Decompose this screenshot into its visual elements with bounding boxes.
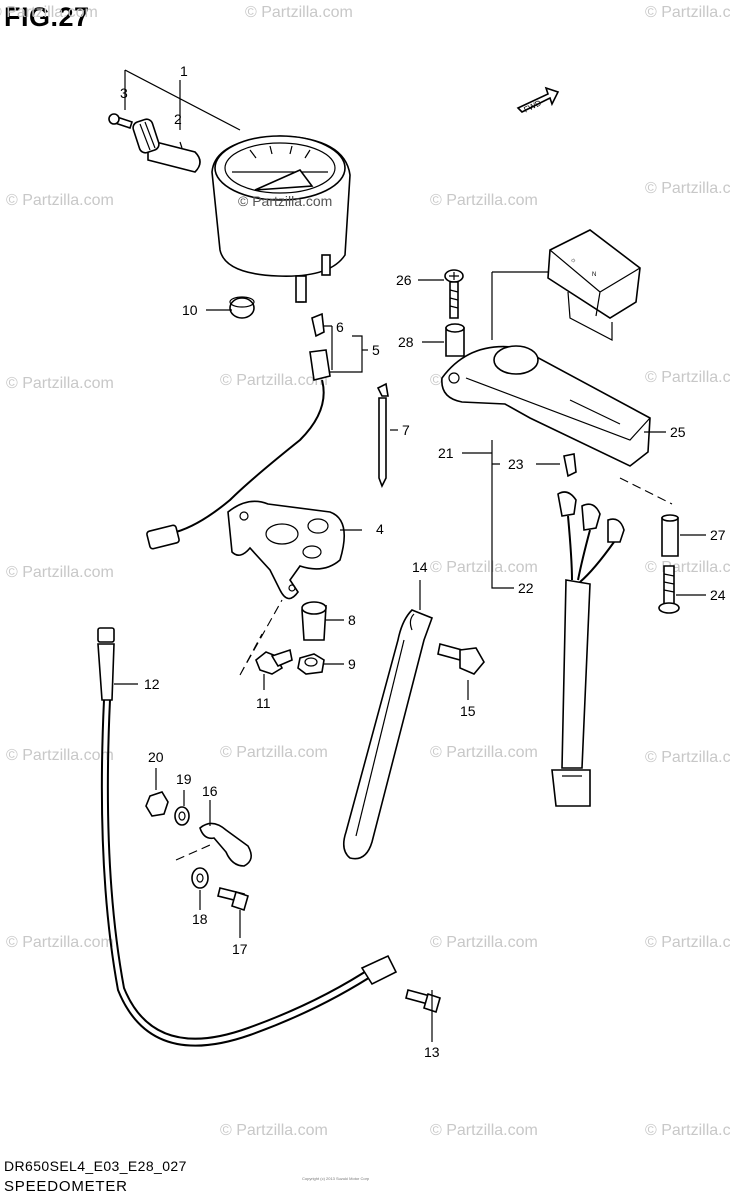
callout-24: 24 [710,587,726,603]
bulb-23 [563,453,577,478]
indicator-lamp-housing-25 [441,345,651,467]
bolt-13 [405,989,441,1014]
callout-3: 3 [120,85,128,101]
watermark: © Partzilla.com [430,559,538,576]
callout-10: 10 [182,302,198,318]
watermark: © Partzilla.com [245,4,353,21]
callout-28: 28 [398,334,414,350]
callout-21: 21 [438,445,454,461]
watermark: © Partzilla.com [645,1122,730,1139]
meter-bracket-4 [227,500,346,600]
figure-code: DR650SEL4_E03_E28_027 [4,1158,187,1174]
speedometer-cable-12 [97,627,398,1047]
damper-8 [301,601,327,641]
watermark: © Partzilla.com [6,747,114,764]
callout-15: 15 [460,703,476,719]
watermark: © Partzilla.com [645,749,730,766]
wiring-harness-22 [551,491,625,807]
fwd-arrow: FWD [516,86,560,114]
watermark: © Partzilla.com [645,369,730,386]
callout-6: 6 [336,319,344,335]
callout-27: 27 [710,527,726,543]
washer-18 [191,867,209,889]
watermark: © Partzilla.com [6,934,114,951]
clamp-band-7 [376,382,389,488]
copyright-note: Copyright (c) 2013 Suzuki Motor Corp [302,1176,370,1181]
watermark: © Partzilla.com [430,192,538,209]
callouts: 1 2 3 4 5 6 7 8 9 10 11 12 13 14 15 16 1… [120,63,726,1060]
watermark: © Partzilla.com [645,559,730,576]
callout-4: 4 [376,521,384,537]
leader-lines [114,271,706,1042]
callout-2: 2 [174,111,182,127]
watermark: © Partzilla.com [645,4,730,21]
bolt-11 [255,648,293,675]
callout-23: 23 [508,456,524,472]
spacer-27 [661,514,679,557]
figure-name: SPEEDOMETER [4,1178,128,1195]
callout-18: 18 [192,911,208,927]
watermark-layer: © Partzilla.com © Partzilla.com © Partzi… [0,4,730,1139]
watermark: © Partzilla.com [238,193,332,209]
watermark: © Partzilla.com [6,192,114,209]
screw-24 [658,565,680,614]
watermark: © Partzilla.com [6,564,114,581]
fwd-label: FWD [522,98,543,114]
cable-guide-14 [342,609,434,860]
watermark: © Partzilla.com [430,934,538,951]
spacer-28 [445,323,465,357]
bolt-15 [437,643,485,675]
bolt-17 [217,887,249,912]
svg-text:N: N [592,272,596,278]
indicator-display: ☼ N [547,229,641,341]
watermark: © Partzilla.com [645,180,730,197]
callout-12: 12 [144,676,160,692]
watermark: © Partzilla.com [6,375,114,392]
watermark: © Partzilla.com [0,4,98,21]
callout-5: 5 [372,342,380,358]
trip-reset-knob [132,118,201,173]
watermark: © Partzilla.com [430,744,538,761]
watermark: © Partzilla.com [645,934,730,951]
speedometer-assembly: © Partzilla.com [211,135,351,303]
callout-1: 1 [180,63,188,79]
callout-17: 17 [232,941,248,957]
screw-26 [444,269,464,319]
callout-11: 11 [256,695,271,711]
callout-22: 22 [518,580,534,596]
watermark: © Partzilla.com [220,744,328,761]
bulb-socket-harness [146,312,331,550]
callout-13: 13 [424,1044,440,1060]
callout-19: 19 [176,771,192,787]
figure-title: FIG.27 [4,2,90,32]
watermark: © Partzilla.com [220,1122,328,1139]
callout-9: 9 [348,656,356,672]
nut-9 [297,653,325,675]
callout-14: 14 [412,559,428,575]
callout-16: 16 [202,783,218,799]
callout-26: 26 [396,272,412,288]
washer-19 [174,806,190,826]
watermark: © Partzilla.com [220,372,328,389]
screw-3 [108,113,134,130]
clamp-16 [199,822,252,867]
watermark: © Partzilla.com [430,1122,538,1139]
cushion-10 [229,296,255,319]
nut-20 [145,791,169,817]
callout-20: 20 [148,749,164,765]
callout-25: 25 [670,424,686,440]
svg-text:☼: ☼ [570,257,576,264]
callout-7: 7 [402,422,410,438]
callout-8: 8 [348,612,356,628]
